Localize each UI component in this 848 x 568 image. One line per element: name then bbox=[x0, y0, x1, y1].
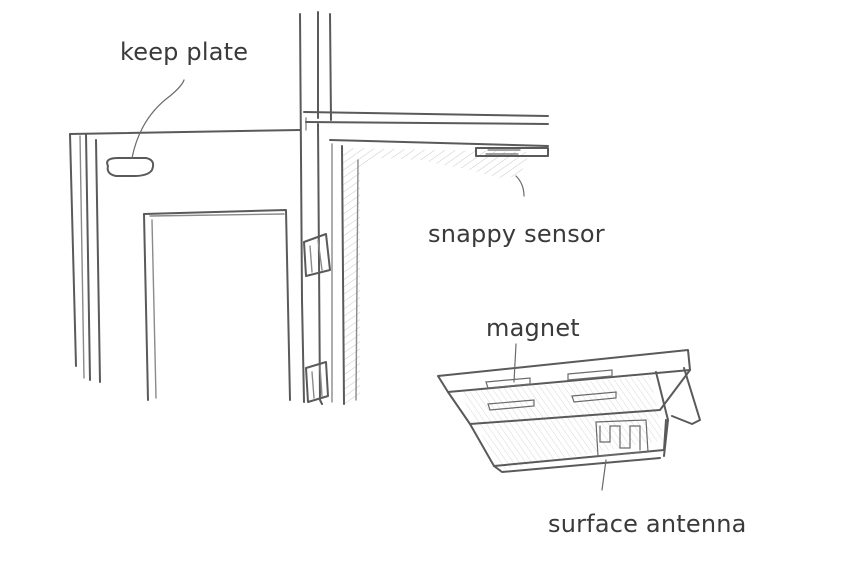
door-panel bbox=[69, 129, 301, 401]
keep-plate-label: keep plate bbox=[120, 38, 249, 66]
snappy-sensor-device bbox=[475, 147, 549, 197]
snappy-sensor-label: snappy sensor bbox=[428, 220, 605, 248]
keep-plate-marker bbox=[106, 79, 185, 177]
surface-antenna-label: surface antenna bbox=[548, 510, 747, 538]
door-header bbox=[303, 111, 549, 403]
door-frame bbox=[299, 11, 332, 405]
magnet-sensor-device bbox=[437, 343, 701, 491]
door-hinges bbox=[303, 233, 331, 403]
magnet-label: magnet bbox=[486, 314, 580, 342]
door-recess-shading bbox=[341, 145, 530, 405]
